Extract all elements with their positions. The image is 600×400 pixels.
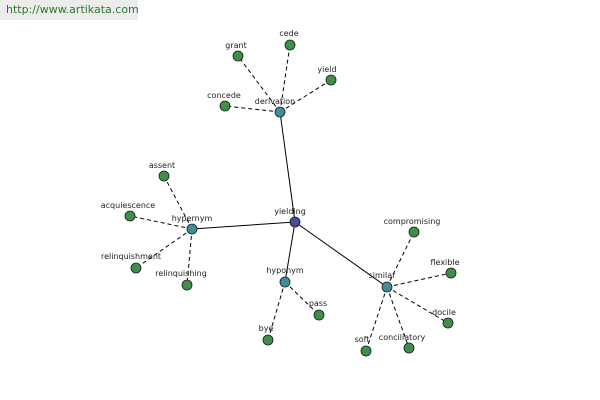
node-yield[interactable]: yield bbox=[317, 65, 337, 86]
edge-hypernym-assent bbox=[163, 175, 193, 230]
node-dot-flexible[interactable] bbox=[445, 267, 457, 279]
node-dot-soft[interactable] bbox=[360, 345, 372, 357]
node-label-docile[interactable]: docile bbox=[432, 308, 456, 317]
node-dot-hypernym[interactable] bbox=[186, 223, 198, 235]
edge-derivation-grant bbox=[237, 55, 281, 113]
edge-similar-compromising bbox=[386, 231, 415, 288]
node-similar[interactable]: similar bbox=[369, 271, 397, 293]
node-dot-relinquishing[interactable] bbox=[181, 279, 193, 291]
edge-hypernym-acquiescence bbox=[129, 215, 193, 230]
edge-yielding-derivation bbox=[279, 111, 296, 223]
node-label-soft[interactable]: soft bbox=[355, 335, 370, 344]
node-label-bye[interactable]: bye bbox=[259, 324, 274, 333]
edge-similar-flexible bbox=[386, 272, 452, 288]
edge-similar-docile bbox=[386, 286, 449, 324]
edge-hyponym-bye bbox=[267, 281, 286, 341]
node-dot-docile[interactable] bbox=[442, 317, 454, 329]
node-label-hypernym[interactable]: hypernym bbox=[172, 214, 213, 223]
node-dot-acquiescence[interactable] bbox=[124, 210, 136, 222]
node-cede[interactable]: cede bbox=[279, 29, 299, 51]
edge-yielding-similar bbox=[294, 221, 388, 288]
node-yielding[interactable]: yielding bbox=[274, 207, 306, 228]
edge-similar-conciliatory bbox=[386, 286, 410, 349]
node-label-relinquishment[interactable]: relinquishment bbox=[101, 252, 161, 261]
node-conciliatory[interactable]: conciliatory bbox=[379, 333, 426, 354]
node-label-acquiescence[interactable]: acquiescence bbox=[101, 201, 156, 210]
node-pass[interactable]: pass bbox=[309, 299, 327, 321]
node-label-yielding[interactable]: yielding bbox=[274, 207, 306, 216]
node-label-assent[interactable]: assent bbox=[149, 161, 175, 170]
node-assent[interactable]: assent bbox=[149, 161, 175, 182]
node-label-compromising[interactable]: compromising bbox=[384, 217, 441, 226]
node-grant[interactable]: grant bbox=[225, 41, 247, 62]
edge-hypernym-relinquishing bbox=[186, 228, 193, 286]
node-label-derivation[interactable]: derivation bbox=[255, 97, 295, 106]
site-url-link[interactable]: http://www.artikata.com bbox=[6, 3, 139, 16]
node-compromising[interactable]: compromising bbox=[384, 217, 441, 238]
node-dot-hyponym[interactable] bbox=[279, 276, 291, 288]
node-acquiescence[interactable]: acquiescence bbox=[101, 201, 156, 222]
node-dot-assent[interactable] bbox=[158, 170, 170, 182]
node-label-flexible[interactable]: flexible bbox=[431, 258, 460, 267]
edges-layer bbox=[129, 44, 452, 352]
node-concede[interactable]: concede bbox=[207, 91, 241, 112]
node-dot-relinquishment[interactable] bbox=[130, 262, 142, 274]
node-dot-concede[interactable] bbox=[219, 100, 231, 112]
node-docile[interactable]: docile bbox=[432, 308, 456, 329]
edge-derivation-concede bbox=[224, 105, 281, 113]
node-bye[interactable]: bye bbox=[259, 324, 274, 346]
edge-derivation-yield bbox=[279, 79, 332, 113]
node-dot-conciliatory[interactable] bbox=[403, 342, 415, 354]
edge-derivation-cede bbox=[279, 44, 291, 113]
node-hypernym[interactable]: hypernym bbox=[172, 214, 213, 235]
node-label-cede[interactable]: cede bbox=[279, 29, 298, 38]
node-dot-similar[interactable] bbox=[381, 281, 393, 293]
node-soft[interactable]: soft bbox=[355, 335, 372, 357]
node-dot-compromising[interactable] bbox=[408, 226, 420, 238]
edge-hypernym-relinquishment bbox=[135, 228, 193, 269]
node-flexible[interactable]: flexible bbox=[431, 258, 460, 279]
node-hyponym[interactable]: hyponym bbox=[266, 266, 304, 288]
node-label-hyponym[interactable]: hyponym bbox=[266, 266, 304, 275]
url-header-bar: http://www.artikata.com bbox=[0, 0, 139, 20]
node-derivation[interactable]: derivation bbox=[255, 97, 295, 118]
node-label-conciliatory[interactable]: conciliatory bbox=[379, 333, 426, 342]
edge-yielding-hypernym bbox=[191, 221, 296, 230]
node-relinquishing[interactable]: relinquishing bbox=[155, 269, 207, 291]
node-label-yield[interactable]: yield bbox=[317, 65, 336, 74]
edge-yielding-hyponym bbox=[284, 221, 296, 283]
node-label-pass[interactable]: pass bbox=[309, 299, 327, 308]
node-dot-grant[interactable] bbox=[232, 50, 244, 62]
edge-similar-soft bbox=[365, 286, 388, 352]
node-dot-yield[interactable] bbox=[325, 74, 337, 86]
node-dot-bye[interactable] bbox=[262, 334, 274, 346]
node-dot-derivation[interactable] bbox=[274, 106, 286, 118]
node-label-concede[interactable]: concede bbox=[207, 91, 241, 100]
nodes-layer: yielding derivation hypernym hyponym similar… bbox=[101, 29, 460, 357]
node-dot-pass[interactable] bbox=[313, 309, 325, 321]
node-dot-cede[interactable] bbox=[284, 39, 296, 51]
node-relinquishment[interactable]: relinquishment bbox=[101, 252, 161, 274]
edge-hyponym-pass bbox=[284, 281, 320, 316]
node-label-similar[interactable]: similar bbox=[369, 271, 397, 280]
node-label-relinquishing[interactable]: relinquishing bbox=[155, 269, 207, 278]
node-label-grant[interactable]: grant bbox=[225, 41, 246, 50]
node-dot-yielding[interactable] bbox=[289, 216, 301, 228]
